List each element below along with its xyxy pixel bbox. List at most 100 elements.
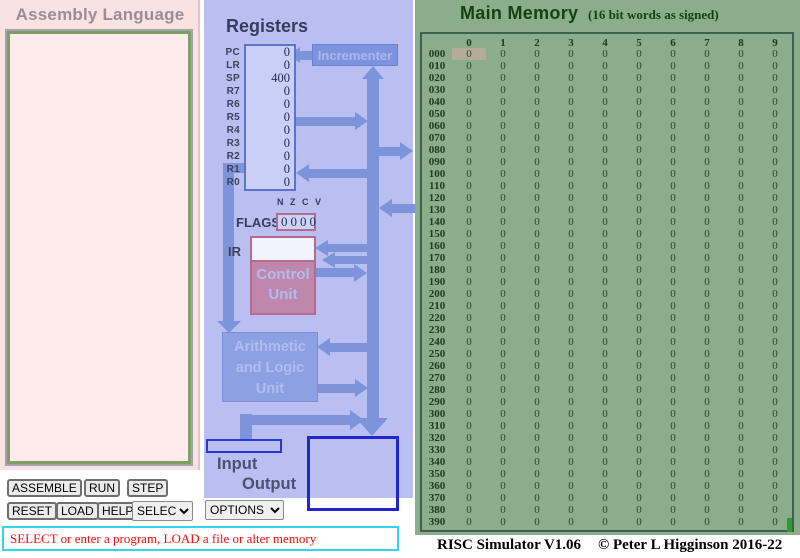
memory-cell[interactable]: 0 xyxy=(466,180,472,192)
memory-cell[interactable]: 0 xyxy=(670,276,676,288)
memory-cell[interactable]: 0 xyxy=(738,348,744,360)
memory-cell[interactable]: 0 xyxy=(534,252,540,264)
memory-cell[interactable]: 0 xyxy=(534,300,540,312)
memory-cell[interactable]: 0 xyxy=(568,252,574,264)
memory-cell[interactable]: 0 xyxy=(636,108,642,120)
memory-cell[interactable]: 0 xyxy=(602,264,608,276)
memory-cell[interactable]: 0 xyxy=(568,384,574,396)
memory-cell[interactable]: 0 xyxy=(568,228,574,240)
memory-cell[interactable]: 0 xyxy=(772,60,778,72)
memory-cell[interactable]: 0 xyxy=(500,360,506,372)
memory-cell[interactable]: 0 xyxy=(534,84,540,96)
memory-cell[interactable]: 0 xyxy=(534,312,540,324)
memory-cell[interactable]: 0 xyxy=(670,444,676,456)
memory-cell[interactable]: 0 xyxy=(636,516,642,528)
memory-cell[interactable]: 0 xyxy=(772,120,778,132)
memory-cell[interactable]: 0 xyxy=(466,240,472,252)
memory-cell[interactable]: 0 xyxy=(534,408,540,420)
memory-cell[interactable]: 0 xyxy=(738,264,744,276)
memory-cell[interactable]: 0 xyxy=(602,72,608,84)
memory-cell[interactable]: 0 xyxy=(534,288,540,300)
memory-cell[interactable]: 0 xyxy=(670,408,676,420)
memory-cell[interactable]: 0 xyxy=(738,240,744,252)
memory-cell[interactable]: 0 xyxy=(602,120,608,132)
memory-cell[interactable]: 0 xyxy=(636,48,642,60)
memory-cell[interactable]: 0 xyxy=(466,324,472,336)
memory-cell[interactable]: 0 xyxy=(772,324,778,336)
memory-cell[interactable]: 0 xyxy=(636,384,642,396)
memory-cell[interactable]: 0 xyxy=(636,420,642,432)
memory-cell[interactable]: 0 xyxy=(738,432,744,444)
memory-cell[interactable]: 0 xyxy=(738,156,744,168)
memory-cell[interactable]: 0 xyxy=(568,468,574,480)
memory-cell[interactable]: 0 xyxy=(466,492,472,504)
memory-cell[interactable]: 0 xyxy=(670,252,676,264)
memory-cell[interactable]: 0 xyxy=(704,420,710,432)
memory-cell[interactable]: 0 xyxy=(500,348,506,360)
memory-cell[interactable]: 0 xyxy=(534,516,540,528)
memory-cell[interactable]: 0 xyxy=(568,360,574,372)
memory-cell[interactable]: 0 xyxy=(636,60,642,72)
memory-cell[interactable]: 0 xyxy=(534,336,540,348)
memory-cell[interactable]: 0 xyxy=(534,192,540,204)
memory-cell[interactable]: 0 xyxy=(670,300,676,312)
register-value-r2[interactable]: 0 xyxy=(283,149,290,163)
memory-cell[interactable]: 0 xyxy=(466,216,472,228)
memory-cell[interactable]: 0 xyxy=(636,468,642,480)
memory-cell[interactable]: 0 xyxy=(568,456,574,468)
memory-cell[interactable]: 0 xyxy=(534,456,540,468)
memory-cell[interactable]: 0 xyxy=(670,324,676,336)
memory-cell[interactable]: 0 xyxy=(568,396,574,408)
memory-cell[interactable]: 0 xyxy=(738,192,744,204)
memory-cell[interactable]: 0 xyxy=(772,240,778,252)
memory-cell[interactable]: 0 xyxy=(772,372,778,384)
memory-cell[interactable]: 0 xyxy=(670,288,676,300)
memory-cell[interactable]: 0 xyxy=(738,108,744,120)
memory-cell[interactable]: 0 xyxy=(534,432,540,444)
memory-cell[interactable]: 0 xyxy=(636,444,642,456)
memory-cell[interactable]: 0 xyxy=(568,216,574,228)
memory-cell[interactable]: 0 xyxy=(738,504,744,516)
memory-cell[interactable]: 0 xyxy=(704,120,710,132)
memory-cell[interactable]: 0 xyxy=(452,48,486,60)
memory-cell[interactable]: 0 xyxy=(534,468,540,480)
memory-cell[interactable]: 0 xyxy=(704,48,710,60)
memory-cell[interactable]: 0 xyxy=(636,240,642,252)
memory-cell[interactable]: 0 xyxy=(670,192,676,204)
memory-cell[interactable]: 0 xyxy=(738,360,744,372)
memory-cell[interactable]: 0 xyxy=(568,372,574,384)
memory-cell[interactable]: 0 xyxy=(534,108,540,120)
memory-cell[interactable]: 0 xyxy=(772,456,778,468)
memory-cell[interactable]: 0 xyxy=(534,132,540,144)
memory-cell[interactable]: 0 xyxy=(738,288,744,300)
memory-cell[interactable]: 0 xyxy=(602,84,608,96)
memory-cell[interactable]: 0 xyxy=(636,372,642,384)
memory-cell[interactable]: 0 xyxy=(466,384,472,396)
memory-cell[interactable]: 0 xyxy=(602,456,608,468)
memory-cell[interactable]: 0 xyxy=(534,492,540,504)
memory-cell[interactable]: 0 xyxy=(704,456,710,468)
memory-cell[interactable]: 0 xyxy=(602,276,608,288)
memory-cell[interactable]: 0 xyxy=(772,504,778,516)
memory-cell[interactable]: 0 xyxy=(670,348,676,360)
memory-cell[interactable]: 0 xyxy=(568,264,574,276)
memory-cell[interactable]: 0 xyxy=(772,288,778,300)
memory-cell[interactable]: 0 xyxy=(772,516,778,528)
memory-cell[interactable]: 0 xyxy=(568,276,574,288)
register-value-r1[interactable]: 0 xyxy=(283,162,290,176)
memory-cell[interactable]: 0 xyxy=(704,348,710,360)
memory-cell[interactable]: 0 xyxy=(500,96,506,108)
memory-cell[interactable]: 0 xyxy=(704,468,710,480)
memory-cell[interactable]: 0 xyxy=(602,336,608,348)
memory-cell[interactable]: 0 xyxy=(704,276,710,288)
memory-cell[interactable]: 0 xyxy=(500,444,506,456)
memory-cell[interactable]: 0 xyxy=(466,348,472,360)
memory-cell[interactable]: 0 xyxy=(534,444,540,456)
memory-cell[interactable]: 0 xyxy=(466,504,472,516)
memory-cell[interactable]: 0 xyxy=(500,516,506,528)
memory-cell[interactable]: 0 xyxy=(466,480,472,492)
memory-cell[interactable]: 0 xyxy=(772,432,778,444)
memory-cell[interactable]: 0 xyxy=(636,264,642,276)
memory-cell[interactable]: 0 xyxy=(738,120,744,132)
memory-cell[interactable]: 0 xyxy=(602,408,608,420)
